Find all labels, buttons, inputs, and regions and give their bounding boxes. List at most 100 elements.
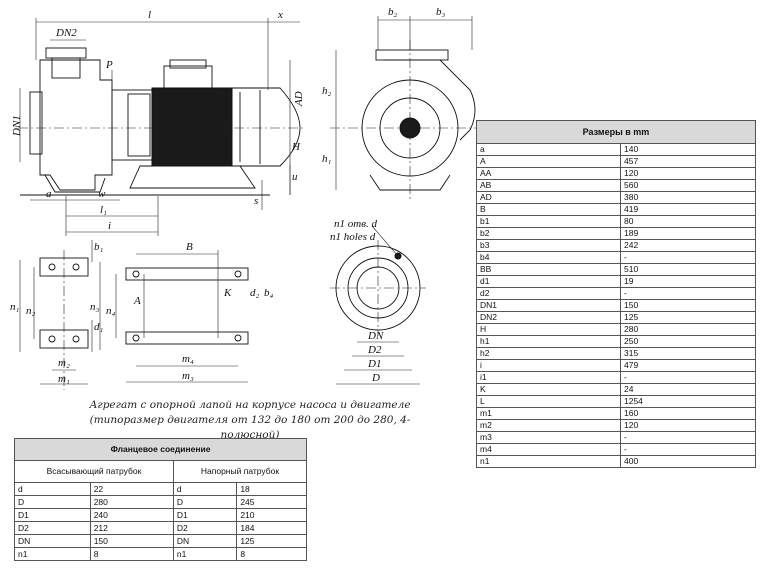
dimensions-table-title: Размеры в mm [476, 120, 756, 144]
dimension-value: 419 [620, 203, 756, 216]
dimension-value: - [620, 431, 756, 444]
dimension-key: m3 [476, 431, 621, 444]
flange-key: D2 [14, 521, 91, 535]
drawing-caption: Агрегат с опорной лапой на корпусе насос… [70, 398, 430, 443]
dimension-value: 80 [620, 215, 756, 228]
dimension-key: m1 [476, 407, 621, 420]
dimension-key: i [476, 359, 621, 372]
label-dn2: DN2 [55, 27, 77, 39]
dimension-key: a [476, 143, 621, 156]
side-view [18, 18, 305, 236]
flange-value: 212 [89, 521, 174, 535]
flange-key: DN [172, 534, 238, 548]
label-w: w [98, 188, 106, 200]
table-row: m4- [476, 443, 756, 456]
label-a: a [46, 188, 52, 200]
label-n2: n₂ [26, 305, 36, 317]
table-row: b4- [476, 251, 756, 264]
dimension-key: d1 [476, 275, 621, 288]
label-h1: h₁ [322, 153, 332, 165]
dimension-key: AA [476, 167, 621, 180]
flange-value: 210 [236, 508, 307, 522]
dimension-value: 120 [620, 167, 756, 180]
dimension-value: 189 [620, 227, 756, 240]
label-l: l [148, 9, 151, 21]
dimension-value: 1254 [620, 395, 756, 408]
label-m2: m₂ [58, 357, 70, 369]
flange-value: 8 [89, 547, 174, 561]
dimension-key: L [476, 395, 621, 408]
dimension-key: AB [476, 179, 621, 192]
label-n3: n₃ [90, 301, 100, 313]
dimension-key: b4 [476, 251, 621, 264]
dimension-value: 457 [620, 155, 756, 168]
dimension-value: 125 [620, 311, 756, 324]
flange-table: Фланцевое соединение Всасывающий патрубо… [14, 438, 308, 561]
base-plate-detail [99, 250, 249, 383]
dimension-value: 479 [620, 359, 756, 372]
label-n1-left: n₁ [10, 301, 20, 313]
table-row: i1- [476, 371, 756, 384]
flange-value: 22 [89, 482, 174, 496]
label-l1: l₁ [100, 204, 107, 216]
flange-value: 280 [89, 495, 174, 509]
dimension-key: m2 [476, 419, 621, 432]
flange-key: D1 [14, 508, 91, 522]
dimension-value: 510 [620, 263, 756, 276]
label-m4: m₄ [182, 353, 194, 365]
dimension-value: - [620, 443, 756, 456]
label-x: x [277, 9, 283, 21]
label-D: D [371, 372, 380, 384]
flange-value: 184 [236, 521, 307, 535]
flange-value: 125 [236, 534, 307, 548]
label-ad: AD [293, 91, 305, 107]
dimension-value: 242 [620, 239, 756, 252]
dimension-value: - [620, 251, 756, 264]
label-m1: m₁ [58, 373, 70, 385]
flange-value: 18 [236, 482, 307, 496]
flange-key: d [172, 482, 238, 496]
label-h: H [291, 141, 301, 153]
label-D2: D2 [367, 344, 382, 356]
flange-value: 240 [89, 508, 174, 522]
label-B: B [186, 241, 193, 253]
dimension-key: i1 [476, 371, 621, 384]
dimension-value: 280 [620, 323, 756, 336]
flange-value: 8 [236, 547, 307, 561]
dimension-value: 140 [620, 143, 756, 156]
dimension-key: b2 [476, 227, 621, 240]
dimension-value: 19 [620, 275, 756, 288]
dimension-value: 380 [620, 191, 756, 204]
flange-key: D [172, 495, 238, 509]
label-m3: m₃ [182, 370, 194, 382]
dimension-value: 24 [620, 383, 756, 396]
label-b2: b₂ [388, 6, 398, 18]
dimension-value: 560 [620, 179, 756, 192]
label-h2: h₂ [322, 85, 332, 97]
flange-key: DN [14, 534, 91, 548]
front-view [330, 16, 480, 200]
discharge-header: Напорный патрубок [172, 460, 308, 483]
label-b1: b₁ [94, 241, 104, 253]
flange-value: 150 [89, 534, 174, 548]
dimension-value: 315 [620, 347, 756, 360]
flange-key: n1 [172, 547, 238, 561]
